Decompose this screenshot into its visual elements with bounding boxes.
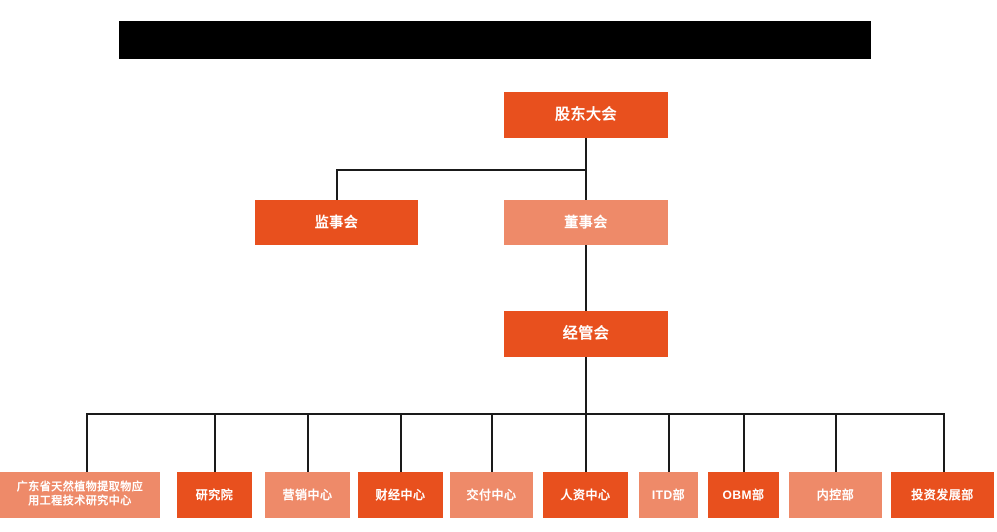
node-label: 研究院 — [195, 487, 234, 502]
node-label: 营销中心 — [282, 487, 333, 502]
node-label: 经管会 — [562, 324, 610, 342]
node-label: 董事会 — [564, 213, 608, 230]
node-shareholders-meeting[interactable]: 股东大会 — [504, 92, 668, 138]
node-dept-obm[interactable]: OBM部 — [708, 472, 779, 518]
connector-to-dept-6 — [585, 413, 587, 472]
node-dept-delivery-center[interactable]: 交付中心 — [450, 472, 533, 518]
node-management-committee[interactable]: 经管会 — [504, 311, 668, 357]
connector-to-dept-9 — [835, 413, 837, 472]
connector-directors-to-management — [585, 245, 587, 311]
node-label: 监事会 — [314, 213, 359, 230]
node-label: 人资中心 — [560, 487, 611, 502]
node-label: 内控部 — [816, 487, 855, 502]
node-label: ITD部 — [651, 487, 686, 502]
connector-department-bus — [86, 413, 944, 415]
connector-to-dept-3 — [307, 413, 309, 472]
node-dept-research-institute[interactable]: 研究院 — [177, 472, 252, 518]
node-dept-hr-center[interactable]: 人资中心 — [543, 472, 628, 518]
node-board-of-supervisors[interactable]: 监事会 — [255, 200, 418, 245]
node-label: 股东大会 — [554, 105, 617, 123]
connector-management-down — [585, 357, 587, 415]
connector-level1-bus — [336, 169, 587, 171]
connector-to-dept-2 — [214, 413, 216, 472]
connector-to-directors — [585, 169, 587, 201]
node-dept-marketing-center[interactable]: 营销中心 — [265, 472, 350, 518]
redacted-title-banner — [119, 21, 871, 59]
connector-to-dept-4 — [400, 413, 402, 472]
connector-to-dept-5 — [491, 413, 493, 472]
connector-to-dept-10 — [943, 413, 945, 472]
connector-to-dept-8 — [743, 413, 745, 472]
node-dept-finance-center[interactable]: 财经中心 — [358, 472, 443, 518]
node-dept-internal-control[interactable]: 内控部 — [789, 472, 882, 518]
node-label: OBM部 — [722, 487, 765, 502]
node-dept-itd[interactable]: ITD部 — [639, 472, 698, 518]
node-board-of-directors[interactable]: 董事会 — [504, 200, 668, 245]
node-label: 财经中心 — [375, 487, 426, 502]
node-dept-investment-development[interactable]: 投资发展部 — [891, 472, 994, 518]
node-label: 广东省天然植物提取物应 用工程技术研究中心 — [16, 481, 144, 507]
node-label: 交付中心 — [466, 487, 517, 502]
node-dept-guangdong-research-center[interactable]: 广东省天然植物提取物应 用工程技术研究中心 — [0, 472, 160, 518]
connector-to-dept-1 — [86, 413, 88, 472]
connector-to-supervisors — [336, 169, 338, 201]
connector-shareholders-down — [585, 138, 587, 170]
node-label: 投资发展部 — [911, 487, 974, 502]
connector-to-dept-7 — [668, 413, 670, 472]
